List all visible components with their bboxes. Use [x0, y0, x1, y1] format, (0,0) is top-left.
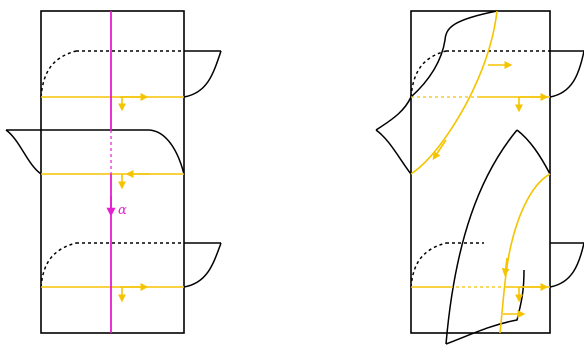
right-figure: [375, 10, 584, 345]
right-arc-bottom: [411, 283, 550, 303]
left-middle-handle: [5, 129, 185, 175]
left-arc-middle: [41, 170, 184, 190]
right-sheet-upper: [375, 10, 498, 175]
left-cylinder-outline: [40, 10, 185, 334]
right-arc-upper-diagonal: [410, 10, 513, 175]
right-sheet-lower: [445, 129, 551, 345]
left-bottom-handle: [40, 242, 222, 288]
left-arc-bottom: [41, 283, 184, 303]
right-bottom-handle: [410, 242, 584, 288]
left-top-handle: [40, 50, 222, 98]
right-top-handle: [410, 50, 584, 98]
left-arc-top: [41, 93, 184, 112]
right-arc-lower-diagonal: [499, 173, 551, 334]
right-arc-top: [411, 93, 550, 113]
curve-alpha-label: α: [118, 203, 127, 218]
left-figure: α: [5, 10, 222, 334]
right-cylinder-outline: [410, 10, 551, 334]
